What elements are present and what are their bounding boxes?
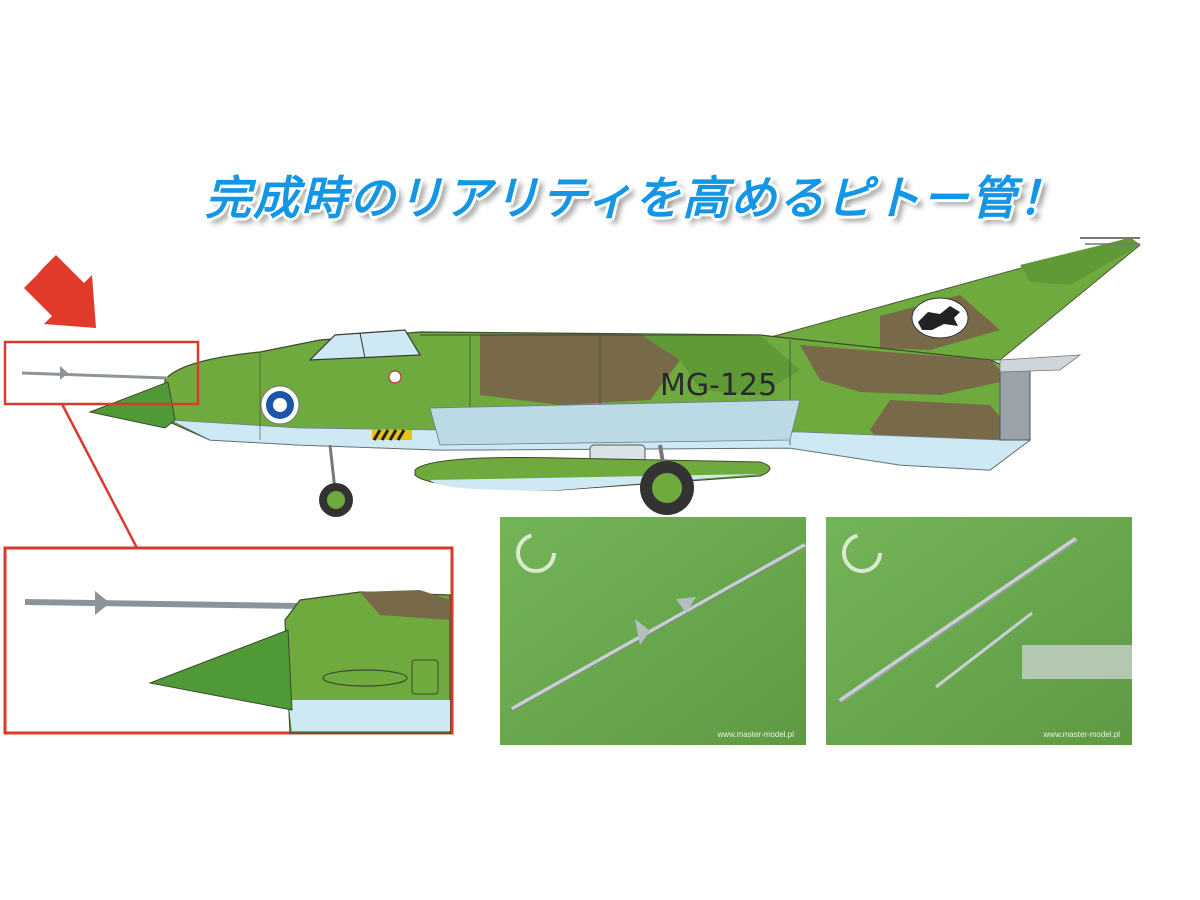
hazard-stripe — [372, 429, 412, 441]
callout-connector — [60, 403, 139, 549]
callout-arrow-icon — [24, 255, 96, 328]
cockpit-badge-icon — [388, 370, 402, 384]
callout-box-small — [3, 340, 200, 406]
main-gear — [640, 444, 694, 515]
photo-watermark: www.master-model.pl — [717, 730, 794, 739]
headline: 完成時のリアリティを高めるピトー管！ — [205, 171, 1067, 225]
finnish-roundel-icon — [260, 385, 300, 425]
product-photo-1: www.master-model.pl — [500, 517, 806, 745]
photo-watermark: www.master-model.pl — [1043, 730, 1120, 739]
lynx-badge-icon — [911, 297, 969, 339]
pitot-tube — [21, 366, 169, 380]
fuselage — [88, 329, 1082, 491]
nose-gear — [319, 444, 353, 517]
zoom-callout — [3, 546, 454, 735]
tail-code: MG-125 — [660, 368, 777, 403]
product-photo-2: www.master-model.pl — [826, 517, 1132, 745]
master-model-logo-icon — [516, 533, 556, 573]
master-model-logo-icon — [842, 533, 882, 573]
